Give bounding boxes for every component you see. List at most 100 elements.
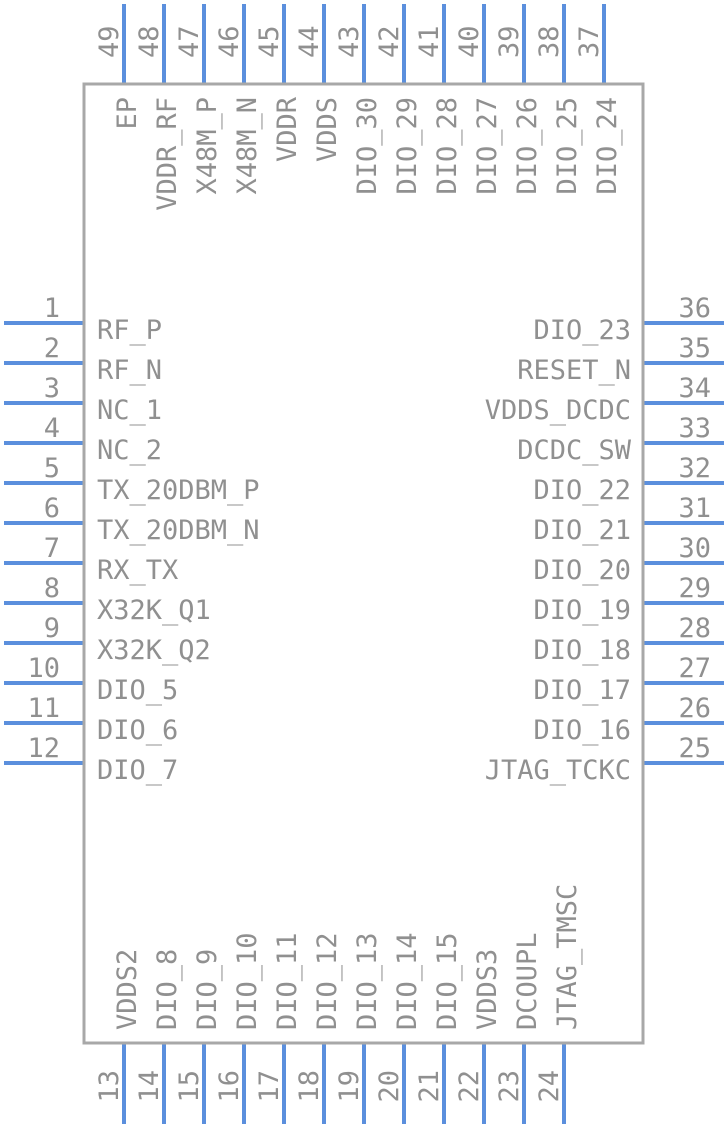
pin-label-45: VDDR: [272, 96, 303, 162]
pin-number-2: 2: [44, 333, 60, 364]
pin-label-39: DIO_26: [512, 97, 543, 195]
pin-label-34: VDDS_DCDC: [485, 395, 631, 426]
pin-number-24: 24: [534, 1070, 565, 1103]
pin-label-25: JTAG_TCKC: [485, 755, 631, 786]
pin-label-1: RF_P: [97, 315, 162, 346]
pin-number-32: 32: [678, 453, 711, 484]
pin-number-37: 37: [574, 25, 605, 58]
pin-number-18: 18: [294, 1070, 325, 1103]
pin-label-41: DIO_28: [432, 97, 463, 195]
pin-label-47: X48M_P: [192, 97, 223, 195]
pin-label-35: RESET_N: [517, 355, 631, 386]
pin-label-4: NC_2: [97, 435, 162, 466]
pin-label-6: TX_20DBM_N: [97, 515, 260, 546]
pin-number-40: 40: [454, 25, 485, 58]
pin-label-40: DIO_27: [472, 97, 503, 195]
pin-number-45: 45: [254, 25, 285, 58]
pin-number-33: 33: [678, 413, 711, 444]
pin-number-3: 3: [44, 373, 60, 404]
pin-label-13: VDDS2: [112, 949, 143, 1030]
pin-number-1: 1: [44, 293, 60, 324]
pin-label-30: DIO_20: [533, 555, 631, 586]
pin-label-8: X32K_Q1: [97, 595, 211, 626]
pin-number-30: 30: [678, 533, 711, 564]
pin-number-47: 47: [174, 25, 205, 58]
pin-lines: [4, 4, 724, 1124]
pin-label-7: RX_TX: [97, 555, 178, 586]
pin-number-31: 31: [678, 493, 711, 524]
pin-number-13: 13: [94, 1070, 125, 1103]
pin-label-15: DIO_9: [192, 949, 223, 1030]
pin-number-12: 12: [27, 733, 60, 764]
pin-number-22: 22: [454, 1070, 485, 1103]
pin-number-17: 17: [254, 1070, 285, 1103]
pin-label-3: NC_1: [97, 395, 162, 426]
pin-label-5: TX_20DBM_P: [97, 475, 260, 506]
pin-number-43: 43: [334, 25, 365, 58]
pin-number-29: 29: [678, 573, 711, 604]
pin-number-7: 7: [44, 533, 60, 564]
pin-number-9: 9: [44, 613, 60, 644]
pin-number-6: 6: [44, 493, 60, 524]
pin-number-28: 28: [678, 613, 711, 644]
pin-label-9: X32K_Q2: [97, 635, 211, 666]
pin-label-29: DIO_19: [533, 595, 631, 626]
pin-number-34: 34: [678, 373, 711, 404]
pin-label-28: DIO_18: [533, 635, 631, 666]
chip-body: [82, 82, 645, 1045]
pin-number-35: 35: [678, 333, 711, 364]
pin-label-36: DIO_23: [533, 315, 631, 346]
pin-label-10: DIO_5: [97, 675, 178, 706]
pin-label-21: DIO_15: [432, 932, 463, 1030]
pin-label-33: DCDC_SW: [517, 435, 632, 466]
pin-number-19: 19: [334, 1070, 365, 1103]
pin-label-48: VDDR_RF: [152, 97, 183, 211]
pin-number-26: 26: [678, 693, 711, 724]
pin-label-14: DIO_8: [152, 949, 183, 1030]
pin-number-38: 38: [534, 25, 565, 58]
pin-number-16: 16: [214, 1070, 245, 1103]
pin-number-42: 42: [374, 25, 405, 58]
pin-number-10: 10: [27, 653, 60, 684]
pin-number-49: 49: [94, 25, 125, 58]
pin-label-42: DIO_29: [392, 97, 423, 195]
pin-label-37: DIO_24: [592, 97, 623, 195]
pin-number-25: 25: [678, 733, 711, 764]
pin-number-46: 46: [214, 25, 245, 58]
pin-number-21: 21: [414, 1070, 445, 1103]
pin-label-43: DIO_30: [352, 97, 383, 195]
pin-label-16: DIO_10: [232, 932, 263, 1030]
pin-number-39: 39: [494, 25, 525, 58]
pin-number-11: 11: [27, 693, 60, 724]
pin-label-19: DIO_13: [352, 932, 383, 1030]
pin-number-5: 5: [44, 453, 60, 484]
pin-number-41: 41: [414, 25, 445, 58]
pin-number-14: 14: [134, 1070, 165, 1103]
pin-number-44: 44: [294, 25, 325, 58]
pin-label-12: DIO_7: [97, 755, 178, 786]
pin-texts: 1RF_P2RF_N3NC_14NC_25TX_20DBM_P6TX_20DBM…: [27, 25, 711, 1102]
pin-number-48: 48: [134, 25, 165, 58]
pin-number-15: 15: [174, 1070, 205, 1103]
pin-label-20: DIO_14: [392, 932, 423, 1030]
pin-label-24: JTAG_TMSC: [552, 884, 583, 1030]
pin-label-38: DIO_25: [552, 97, 583, 195]
pin-label-32: DIO_22: [533, 475, 631, 506]
pin-label-23: DCOUPL: [512, 932, 543, 1030]
pin-number-23: 23: [494, 1070, 525, 1103]
pin-number-8: 8: [44, 573, 60, 604]
pin-label-26: DIO_16: [533, 715, 631, 746]
pin-label-44: VDDS: [312, 97, 343, 162]
pin-label-11: DIO_6: [97, 715, 178, 746]
pin-number-20: 20: [374, 1070, 405, 1103]
pin-label-31: DIO_21: [533, 515, 631, 546]
pin-number-4: 4: [44, 413, 60, 444]
pin-label-46: X48M_N: [232, 97, 263, 195]
pin-label-27: DIO_17: [533, 675, 631, 706]
pin-label-18: DIO_12: [312, 932, 343, 1030]
pin-number-27: 27: [678, 653, 711, 684]
pin-label-17: DIO_11: [272, 932, 303, 1030]
pin-label-22: VDDS3: [472, 949, 503, 1030]
pin-label-49: EP: [112, 97, 143, 130]
